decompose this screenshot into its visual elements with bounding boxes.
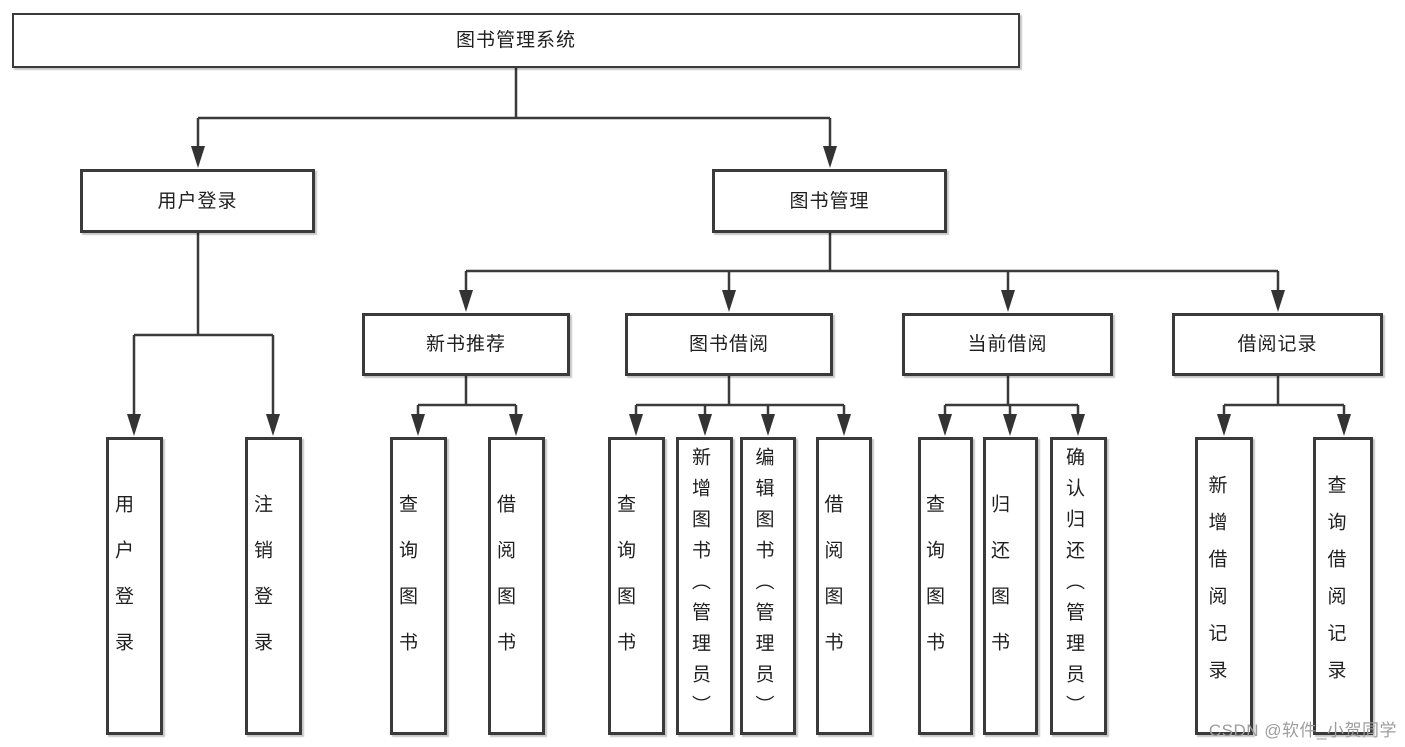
node-book-management: 图书管理 [712, 169, 947, 233]
node-label: 查询图书 [923, 494, 944, 678]
node-label: 用户登录 [157, 190, 238, 212]
connectors [132, 68, 1346, 418]
node-label: 新增借阅记录 [1205, 475, 1227, 697]
csdn-watermark: CSDN @软件_小贺同学 [1208, 721, 1397, 740]
node-library-management-system: 图书管理系统 [12, 13, 1020, 68]
node-label: 归还图书 [988, 494, 1009, 678]
node-label: 图书管理系统 [455, 30, 576, 51]
node-edit-books-admin: 编辑图书（管理员） [740, 437, 796, 735]
node-login: 用户登录 [106, 437, 163, 735]
node-query-books-recommend: 查询图书 [390, 437, 447, 735]
node-label: 确认归还（管理员） [1063, 446, 1084, 726]
node-book-borrowing: 图书借阅 [625, 313, 833, 376]
node-label: 图书借阅 [688, 334, 769, 355]
node-borrow-books-recommend: 借阅图书 [488, 437, 545, 735]
node-confirm-return-admin: 确认归还（管理员） [1050, 437, 1107, 735]
node-label: 注销登录 [251, 494, 272, 678]
node-add-books-admin: 新增图书（管理员） [676, 437, 733, 735]
node-label: 查询借阅记录 [1324, 475, 1346, 697]
node-label: 图书管理 [789, 190, 870, 212]
node-query-borrow-record: 查询借阅记录 [1313, 437, 1373, 735]
node-borrow-books: 借阅图书 [816, 437, 872, 735]
node-label: 编辑图书（管理员） [752, 446, 774, 726]
node-query-books-borrowing: 查询图书 [608, 437, 665, 735]
node-label: 借阅图书 [821, 494, 843, 678]
node-borrowing-records: 借阅记录 [1172, 313, 1383, 376]
node-label: 查询图书 [396, 494, 417, 678]
node-add-borrow-record: 新增借阅记录 [1195, 437, 1253, 735]
node-label: 新增图书（管理员） [689, 446, 710, 726]
arrowheads [127, 146, 1351, 436]
node-label: 借阅图书 [494, 494, 515, 678]
node-user-login: 用户登录 [80, 169, 315, 233]
node-new-book-recommend: 新书推荐 [362, 313, 570, 376]
node-logout: 注销登录 [245, 437, 302, 735]
node-label: 借阅记录 [1237, 334, 1318, 355]
node-current-borrowing: 当前借阅 [902, 313, 1113, 376]
node-query-books-current: 查询图书 [918, 437, 973, 735]
node-label: 查询图书 [614, 494, 635, 678]
node-return-books: 归还图书 [983, 437, 1038, 735]
node-label: 用户登录 [112, 494, 133, 678]
node-label: 新书推荐 [425, 334, 506, 355]
node-label: 当前借阅 [967, 334, 1048, 355]
